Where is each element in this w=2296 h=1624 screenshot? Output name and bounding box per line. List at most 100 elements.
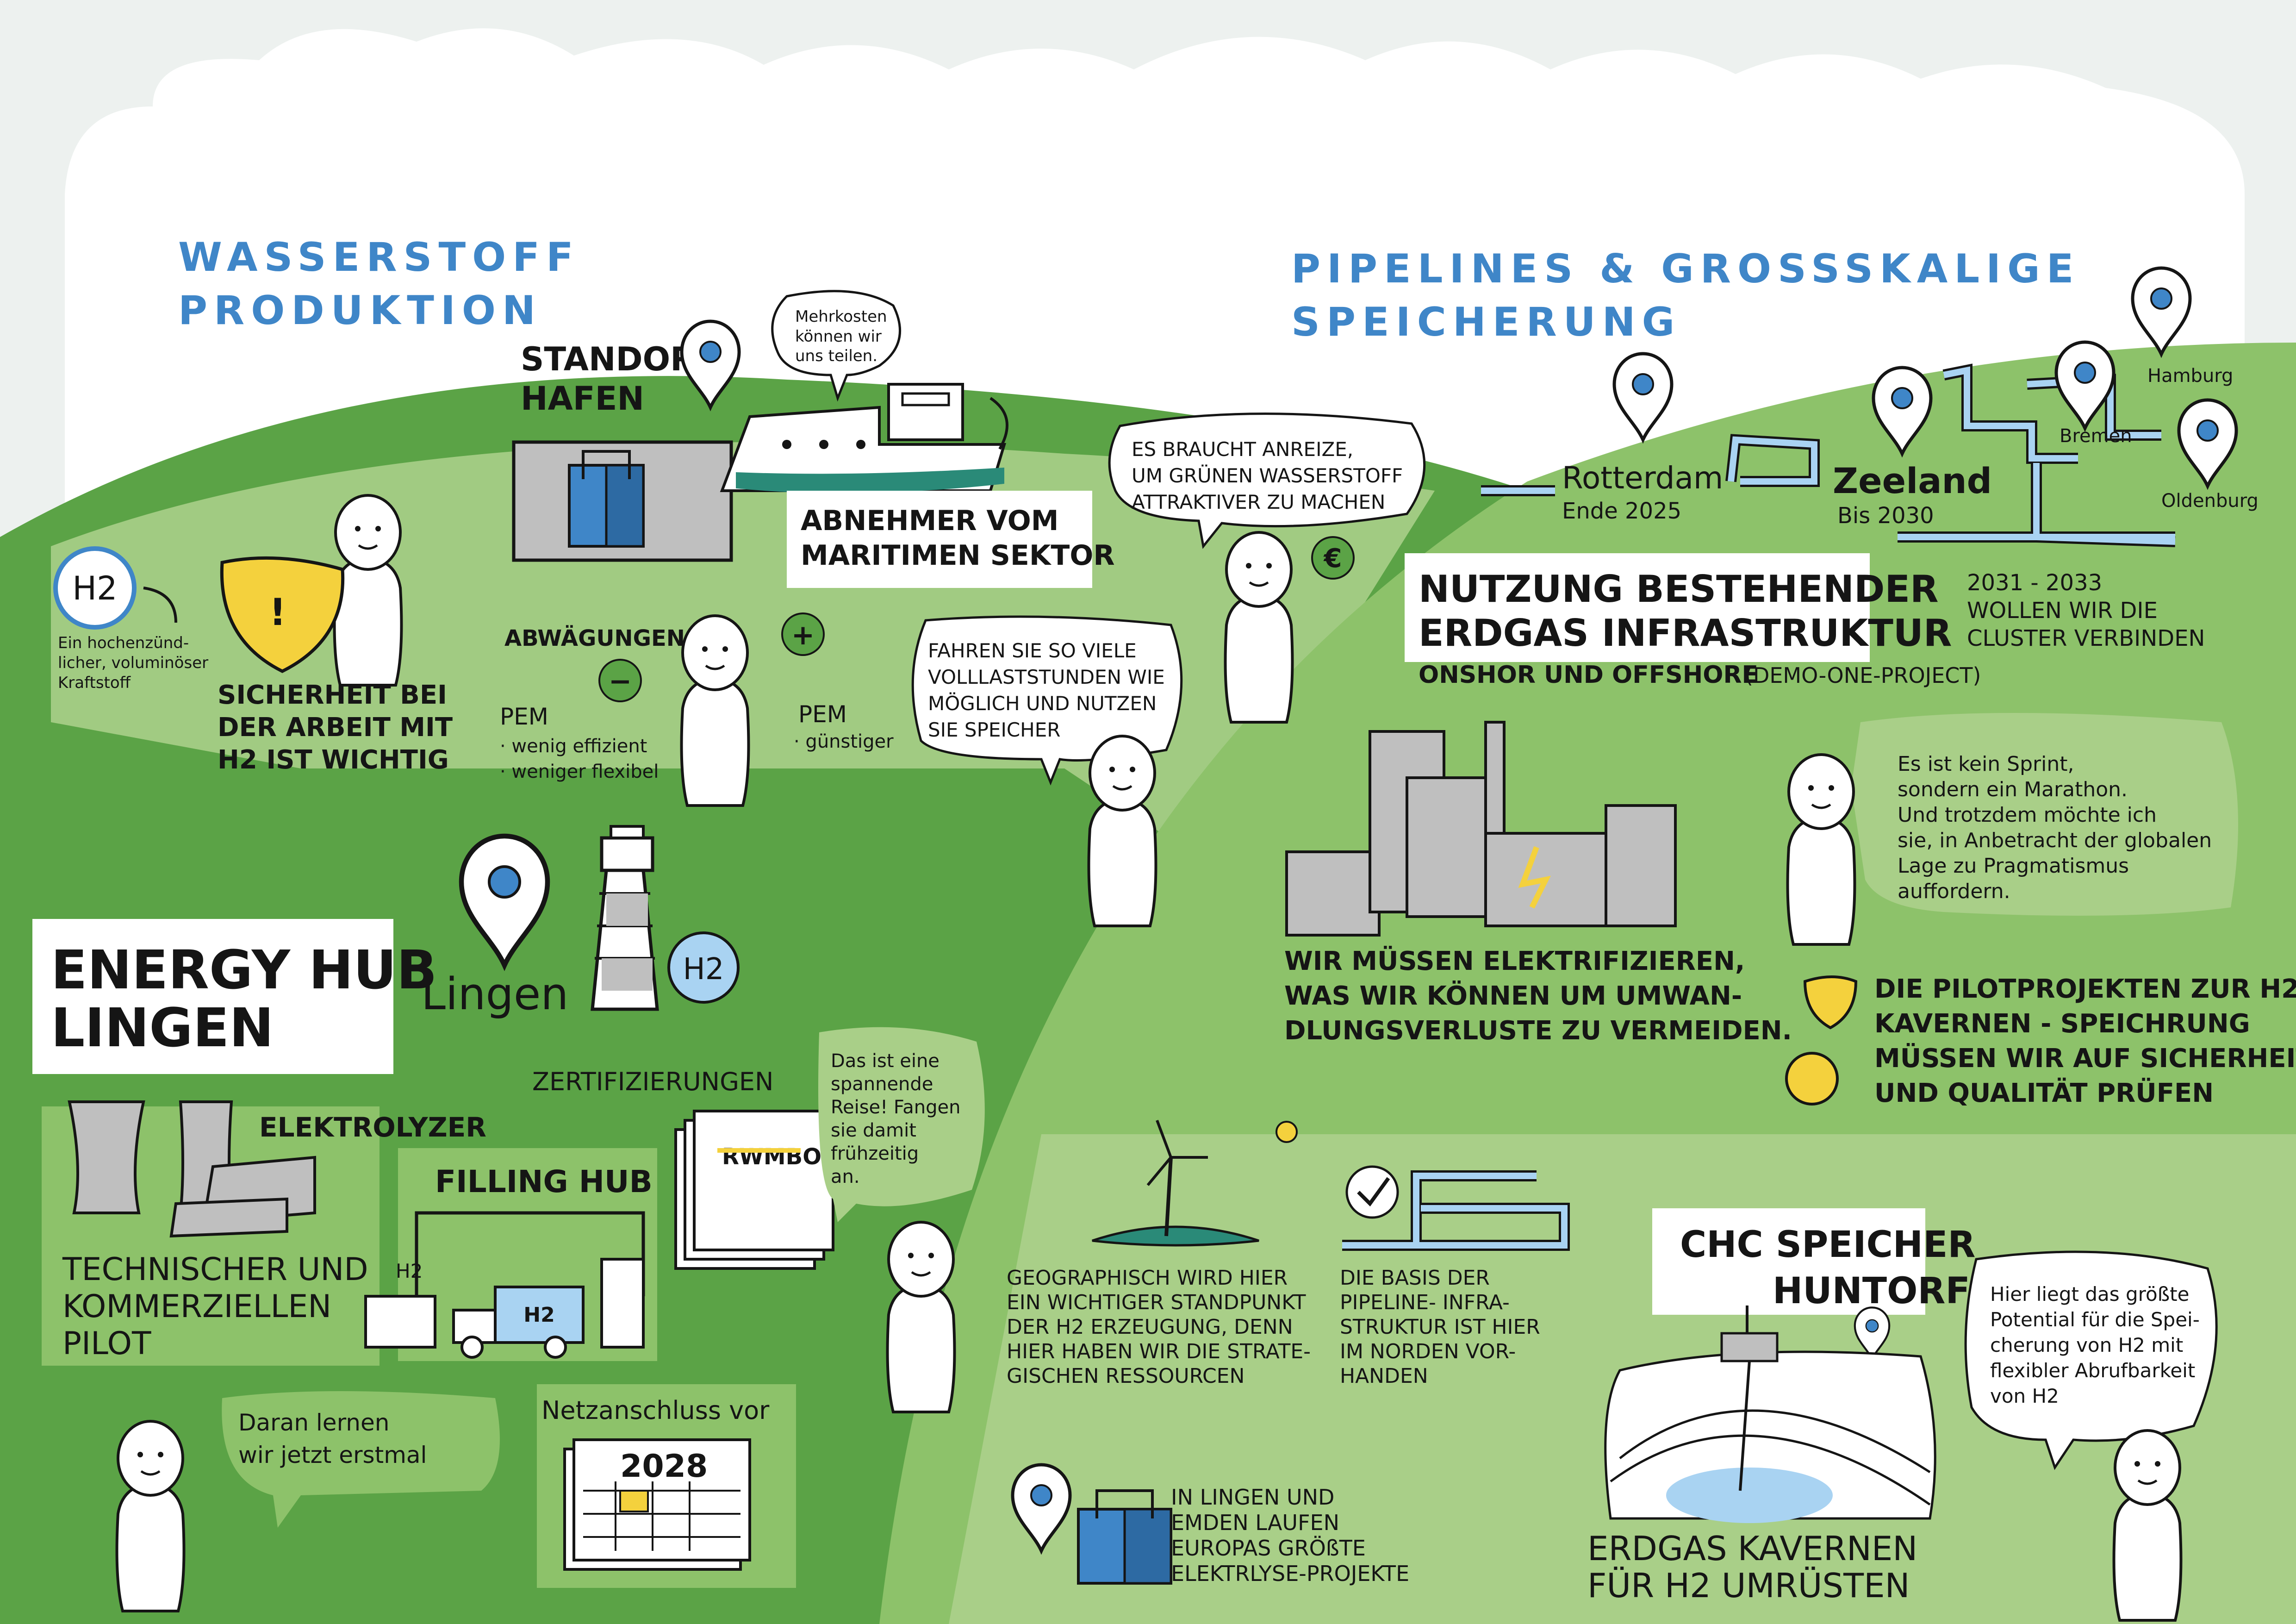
rwmbo-label: RWMBO [722, 1144, 821, 1170]
anreize-line1: ES BRAUCHT ANREIZE, [1132, 438, 1353, 461]
marathon-line3: Und trotzdem möchte ich [1898, 803, 2157, 827]
electrolysis-building-icon [512, 440, 733, 562]
safety-person [335, 495, 402, 685]
pipelines-title-line1: PIPELINES & GROSSSKALIGE [1291, 246, 2080, 292]
kavernen-line2: FÜR H2 UMRÜSTEN [1587, 1566, 1910, 1605]
mehrkosten-line2: können wir [795, 327, 882, 346]
zeeland-date: Bis 2030 [1837, 503, 1934, 529]
basis-line3: STRUKTUR IST HIER [1340, 1315, 1540, 1339]
fahren-line3: MÖGLICH UND NUTZEN [928, 692, 1157, 715]
wasserstoff-title-line1: WASSERSTOFF [178, 234, 580, 281]
marathon-line2: sondern ein Marathon. [1898, 778, 2128, 801]
mehrkosten-line3: uns teilen. [795, 347, 877, 365]
nutzung-title-box [1405, 553, 1870, 662]
pipeline-icon [1342, 1170, 1570, 1251]
basis-line5: HANDEN [1340, 1364, 1428, 1388]
euro-icon [1311, 536, 1355, 580]
reise-line3: Reise! Fangen [831, 1097, 960, 1118]
energy-hub-title-line2: LINGEN [51, 997, 274, 1059]
checkmark-path [1357, 1177, 1390, 1207]
lingen-h2-badge [667, 931, 740, 1004]
rwmbo-highlight [717, 1148, 801, 1153]
h2-badge [53, 546, 137, 630]
ship-icon [720, 383, 1008, 493]
energy-hub-title-line1: ENERGY HUB [51, 939, 437, 1001]
pem-right-title: PEM [798, 701, 847, 728]
abnehmer-box [787, 491, 1092, 588]
lingen-h2-text: H2 [683, 952, 724, 987]
fahren-line2: VOLLLASTSTUNDEN WIE [928, 666, 1165, 688]
filling-hub-h2: H2 [396, 1260, 423, 1282]
laughing-person [117, 1421, 184, 1611]
standort-label-line2: HAFEN [521, 380, 644, 418]
calendar-icon [563, 1438, 751, 1571]
lingen-emden-line1: IN LINGEN UND [1171, 1485, 1334, 1510]
marathon-line4: sie, in Anbetracht der globalen [1898, 829, 2212, 852]
elektrifizieren-line2: WAS WIR KÖNNEN UM UMWAN- [1284, 981, 1742, 1011]
shield-icon [220, 556, 345, 673]
potential-line4: flexibler Abrufbarkeit [1990, 1359, 2195, 1382]
nutzung-line1: NUTZUNG BESTEHENDER [1419, 568, 1939, 611]
checkmark-icon [1345, 1165, 1399, 1219]
cooling-tower-icon [68, 1100, 316, 1238]
elektrifizieren-line1: WIR MÜSSEN ELEKTRIFIZIEREN, [1284, 946, 1745, 976]
geographisch-line1: GEOGRAPHISCH WIRD HIER [1007, 1266, 1288, 1290]
pem-left-line2: · weniger flexibel [500, 761, 659, 782]
onshore-label: ONSHOR UND OFFSHORE [1419, 661, 1758, 689]
thinking-person [682, 616, 749, 806]
electrolyzer-icon [1077, 1489, 1172, 1585]
pilot-line2: KOMMERZIELLEN [62, 1288, 331, 1325]
marathon-speech-bubble [1851, 713, 2238, 916]
fahren-line4: SIE SPEICHER [928, 718, 1060, 741]
check-shield-icon [1803, 975, 1858, 1030]
energy-hub-title-box [32, 919, 393, 1074]
h2-note-line2: licher, voluminöser [58, 654, 208, 672]
kavernen-line1: ERDGAS KAVERNEN [1587, 1529, 1917, 1568]
sicherheit-line2: DER ARBEIT MIT [218, 712, 453, 743]
cluster-line2: WOLLEN WIR DIE [1967, 598, 2158, 624]
potential-line2: Potential für die Spei- [1990, 1308, 2200, 1331]
potential-line1: Hier liegt das größte [1990, 1283, 2189, 1305]
potential-line5: von H2 [1990, 1385, 2059, 1407]
rotterdam-label: Rotterdam [1562, 460, 1723, 496]
reise-line2: spannende [831, 1074, 933, 1095]
pilotprojekte-line4: UND QUALITÄT PRÜFEN [1874, 1078, 2214, 1108]
geographisch-line5: GISCHEN RESSOURCEN [1007, 1364, 1244, 1388]
sicherheit-line1: SICHERHEIT BEI [218, 680, 447, 710]
lighthouse-icon [591, 825, 659, 1011]
truck-h2: H2 [523, 1303, 554, 1327]
reise-line4: sie damit [831, 1120, 916, 1141]
anreize-speech-bubble [1108, 412, 1426, 549]
minus-symbol: − [609, 665, 632, 698]
truck-icon [364, 1211, 645, 1359]
pem-right-line1: · günstiger [794, 731, 894, 752]
bremen-label: Bremen [2060, 425, 2132, 447]
marathon-line6: auffordern. [1898, 880, 2010, 903]
chc-line2: HUNTORF [1773, 1270, 1970, 1312]
potential-line3: cherung von H2 mit [1990, 1334, 2183, 1356]
h2-badge-text: H2 [72, 569, 117, 607]
basis-line1: DIE BASIS DER [1340, 1266, 1490, 1290]
anreize-line3: ATTRAKTIVER ZU MACHEN [1132, 491, 1385, 513]
nutzung-line2: ERDGAS INFRASTRUKTUR [1419, 612, 1952, 655]
pem-left-title: PEM [500, 703, 548, 730]
chc-title-box [1652, 1208, 1925, 1315]
fahren-line1: FAHREN SIE SO VIELE [928, 639, 1137, 662]
demo-label: (DEMO-ONE-PROJECT) [1745, 663, 1981, 688]
pilotprojekte-line2: KAVERNEN - SPEICHRUNG [1874, 1009, 2250, 1039]
hamburg-label: Hamburg [2147, 365, 2233, 387]
rotterdam-date: Ende 2025 [1562, 498, 1681, 524]
cluster-line1: 2031 - 2033 [1967, 570, 2102, 596]
quality-medal-icon [1785, 1052, 1839, 1106]
geographisch-line4: HIER HABEN WIR DIE STRATE- [1007, 1340, 1311, 1363]
marathon-person [1788, 755, 1855, 944]
basis-line4: IM NORDEN VOR- [1340, 1340, 1516, 1363]
h2-note-line3: Kraftstoff [58, 674, 131, 692]
chc-line1: CHC SPEICHER [1680, 1224, 1975, 1266]
speaker-person [1226, 532, 1293, 722]
h2-note-line1: Ein hochenzünd- [58, 634, 189, 652]
abnehmer-line1: ABNEHMER VOM [801, 505, 1058, 537]
reise-line6: an. [831, 1166, 860, 1187]
marathon-line1: Es ist kein Sprint, [1898, 752, 2074, 776]
plus-icon [781, 612, 825, 656]
